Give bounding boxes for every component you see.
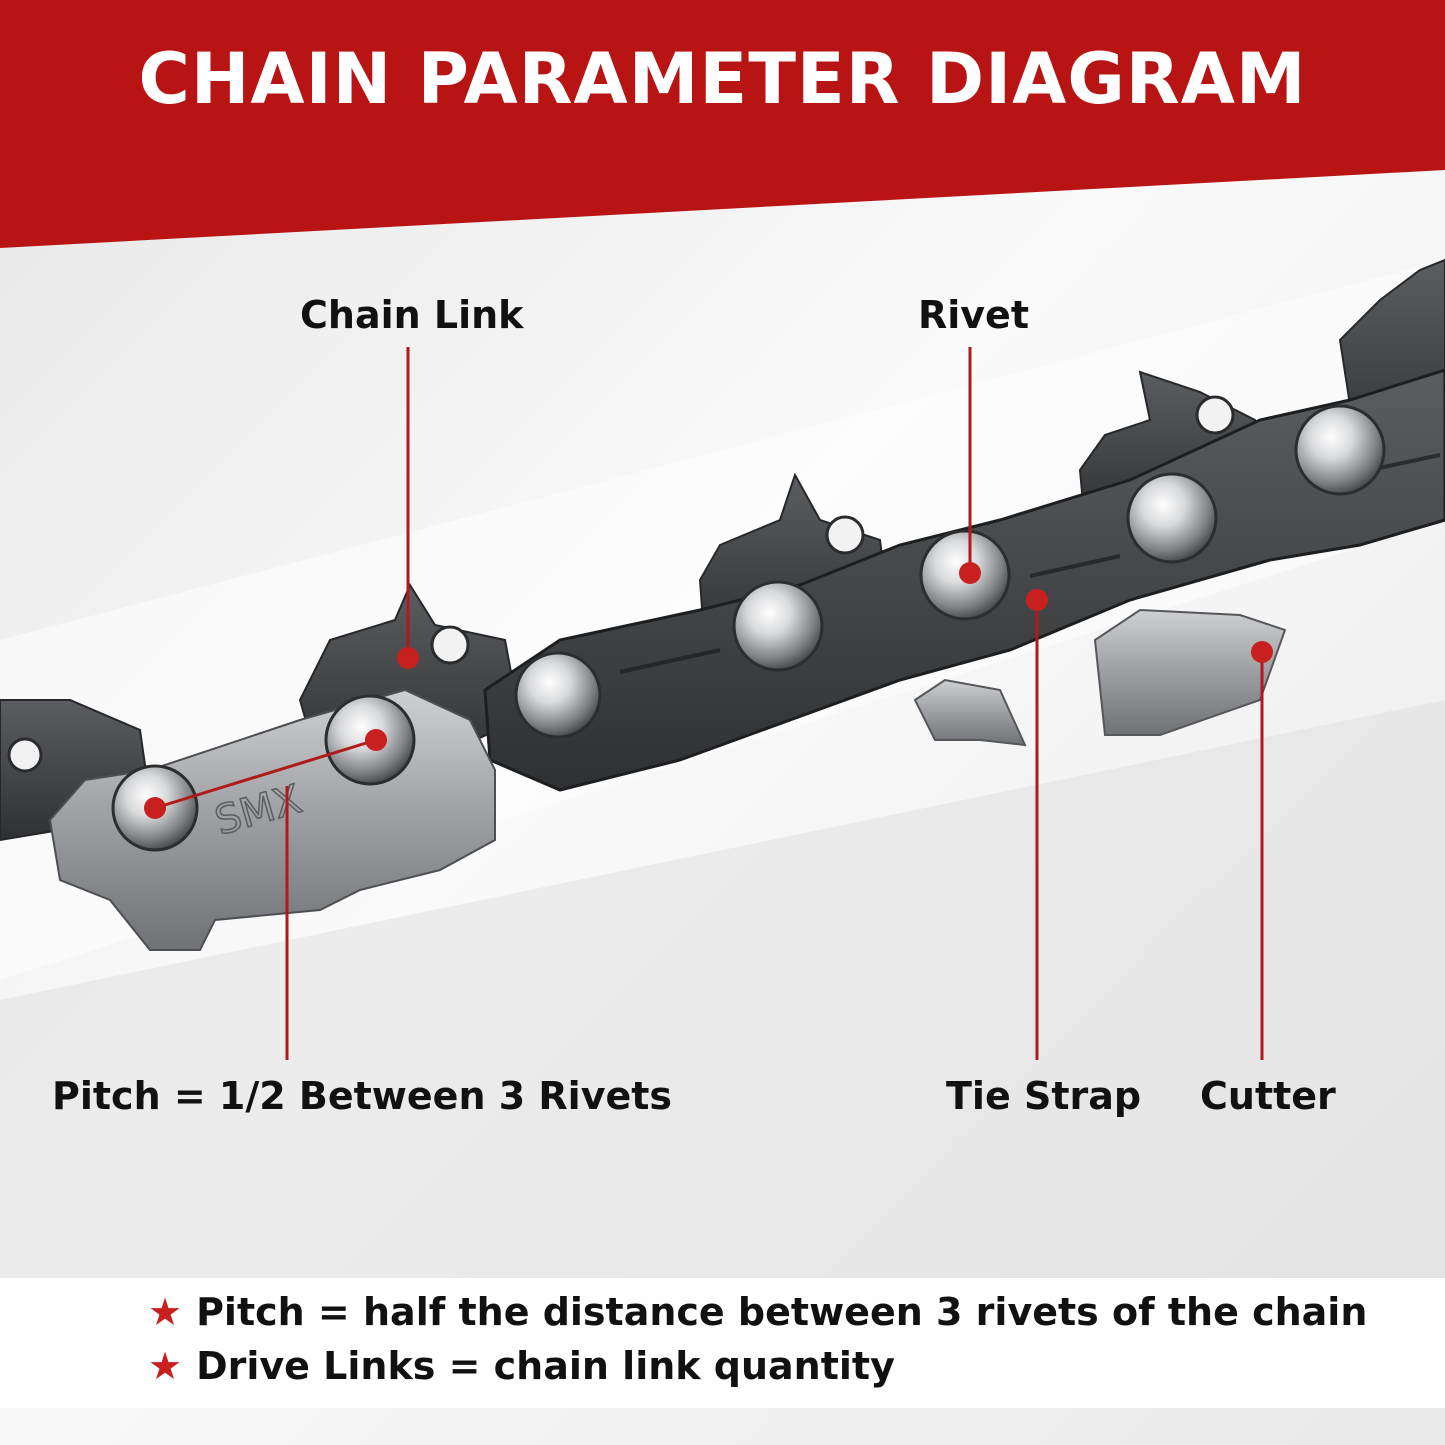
callout-dot-pitch-start bbox=[144, 797, 166, 819]
notes-panel: ★ Pitch = half the distance between 3 riv… bbox=[0, 1278, 1445, 1408]
callout-dot-chain-link bbox=[397, 647, 419, 669]
callout-label-cutter: Cutter bbox=[1200, 1074, 1336, 1118]
callout-dot-pitch-end bbox=[365, 729, 387, 751]
callout-label-pitch: Pitch = 1/2 Between 3 Rivets bbox=[52, 1074, 672, 1118]
callout-label-rivet: Rivet bbox=[918, 293, 1029, 337]
note-text: Pitch = half the distance between 3 rive… bbox=[196, 1290, 1367, 1334]
note-item: ★ Drive Links = chain link quantity bbox=[148, 1344, 895, 1388]
callout-dot-cutter bbox=[1251, 641, 1273, 663]
callout-label-chain-link: Chain Link bbox=[300, 293, 523, 337]
page-title: CHAIN PARAMETER DIAGRAM bbox=[0, 38, 1445, 120]
callout-dot-tie-strap bbox=[1026, 589, 1048, 611]
callout-dot-rivet bbox=[959, 562, 981, 584]
note-item: ★ Pitch = half the distance between 3 riv… bbox=[148, 1290, 1367, 1334]
star-icon: ★ bbox=[148, 1290, 182, 1334]
note-text: Drive Links = chain link quantity bbox=[196, 1344, 895, 1388]
star-icon: ★ bbox=[148, 1344, 182, 1388]
callout-label-tie-strap: Tie Strap bbox=[946, 1074, 1141, 1118]
